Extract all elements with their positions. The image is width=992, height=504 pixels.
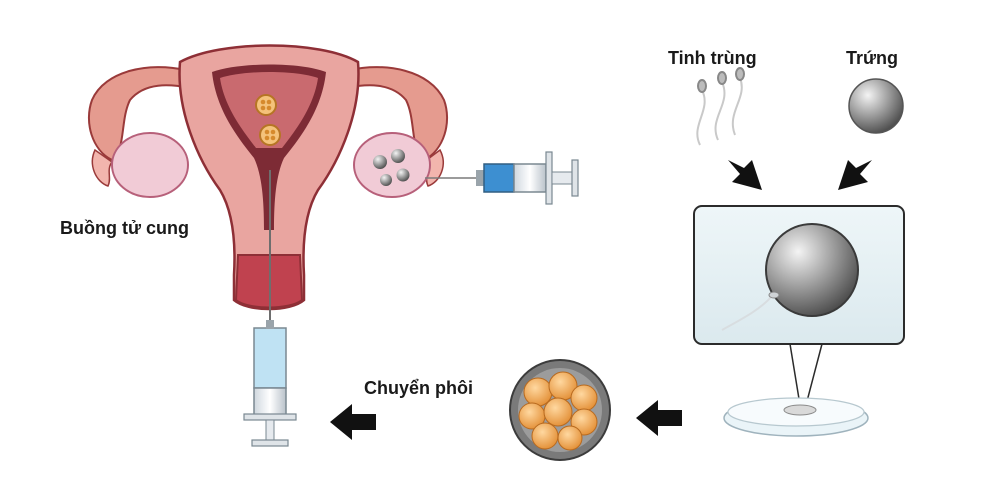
arrow-icon — [636, 400, 682, 436]
embryo-transfer-label: Chuyển phôi — [364, 378, 473, 398]
transfer-syringe-icon — [243, 320, 297, 447]
left-ovary — [111, 132, 189, 198]
right-ovary — [353, 132, 431, 198]
sperm-icon — [696, 67, 745, 146]
petri-dish-icon — [723, 397, 869, 437]
implanted-embryos — [255, 94, 281, 146]
arrow-icon — [330, 404, 376, 440]
sperm-label: Tinh trùng — [668, 48, 757, 68]
embryo-icon — [509, 359, 611, 461]
arrow-icon — [838, 160, 872, 190]
uterus-illustration — [87, 44, 449, 330]
egg-label: Trứng — [846, 48, 899, 68]
retrieval-syringe-icon — [425, 151, 579, 205]
egg-icon — [848, 78, 904, 134]
ovary-eggs — [373, 149, 410, 186]
arrow-icon — [728, 160, 762, 190]
fertilisation-panel — [693, 205, 905, 406]
uterus-label: Buồng tử cung — [60, 218, 190, 238]
left-fimbriae — [91, 148, 114, 187]
